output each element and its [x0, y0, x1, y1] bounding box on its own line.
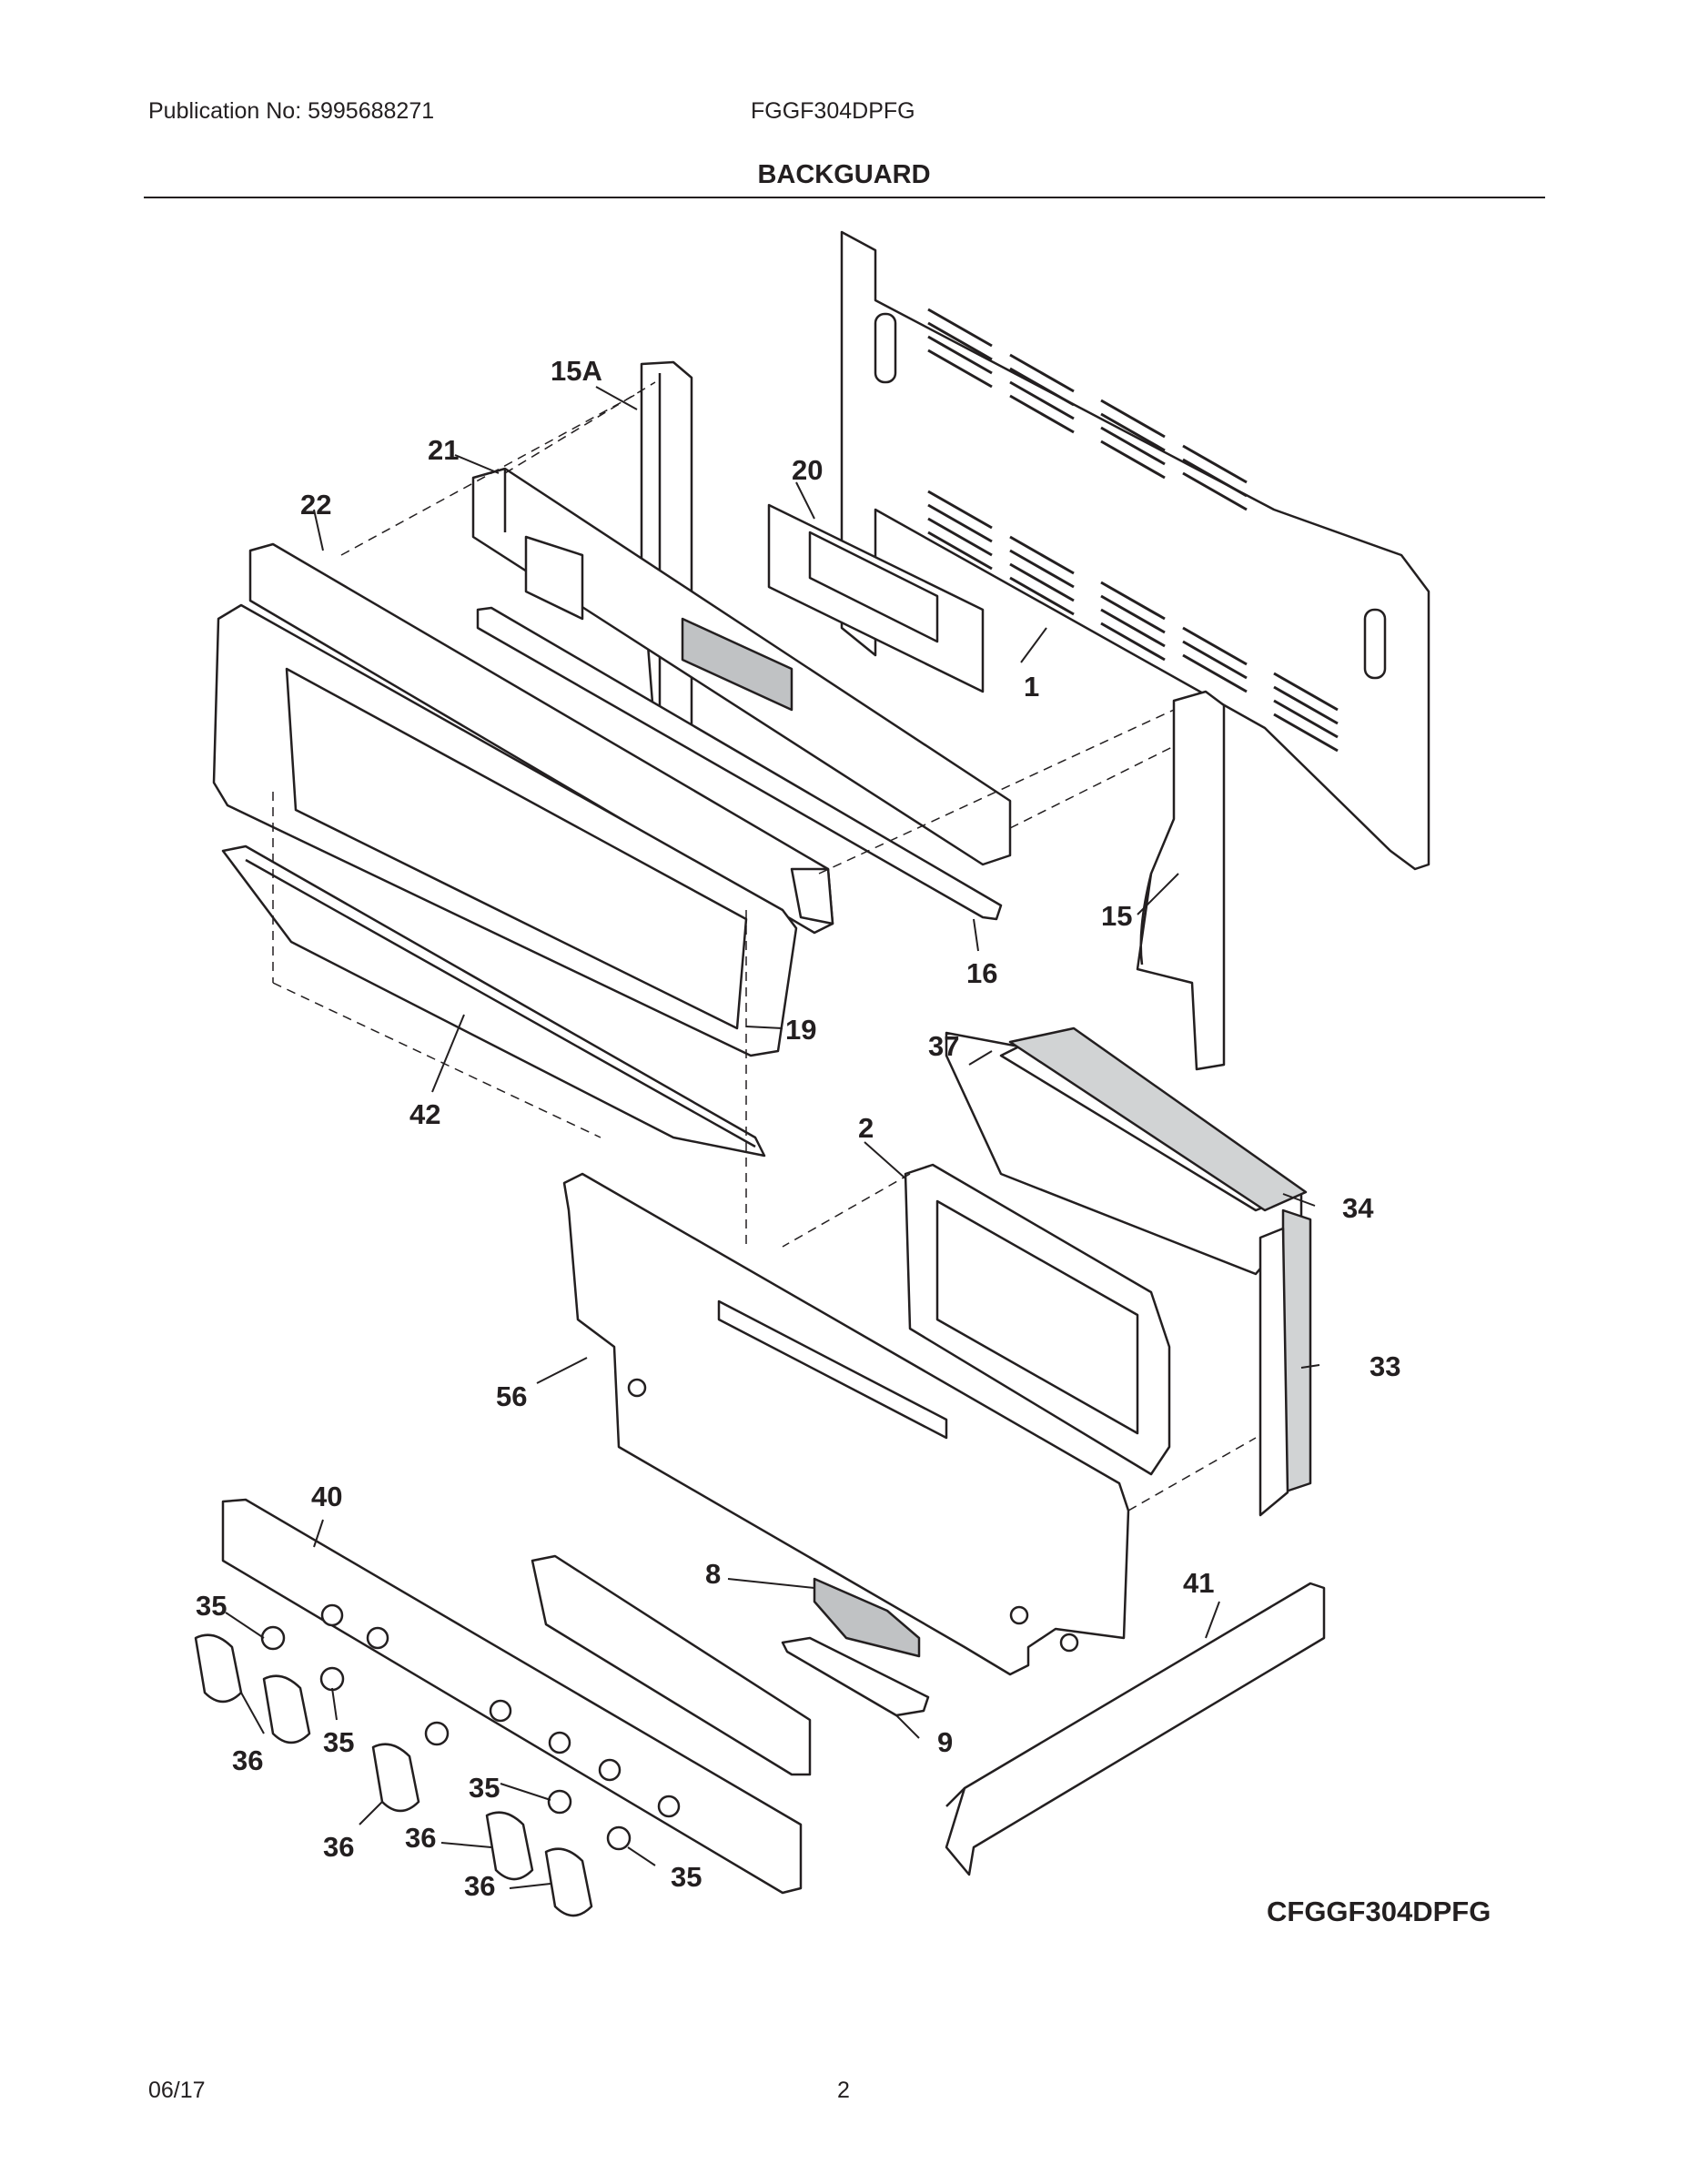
part-19-frame — [212, 603, 798, 1057]
callout-labels: 1 15A 21 22 20 15 16 19 42 37 2 34 33 56… — [196, 355, 1400, 1902]
part-42-lower-trim — [221, 844, 766, 1158]
publication-number: Publication No: 5995688271 — [148, 98, 435, 124]
callout-33: 33 — [1370, 1350, 1400, 1382]
part-41-lower-panel — [945, 1582, 1326, 1876]
section-title: BACKGUARD — [757, 160, 931, 189]
callout-37: 37 — [928, 1030, 959, 1062]
part-36-knobs — [194, 1633, 593, 1917]
part-9-bracket — [781, 1636, 930, 1717]
part-20-control-board — [767, 503, 985, 693]
callout-41: 41 — [1183, 1567, 1214, 1599]
callout-9: 9 — [937, 1726, 953, 1758]
leader-lines — [225, 386, 1320, 1889]
callout-36-c: 36 — [405, 1822, 436, 1854]
callout-20: 20 — [792, 454, 823, 486]
callout-1: 1 — [1024, 671, 1039, 703]
callout-2: 2 — [858, 1112, 874, 1144]
callout-15: 15 — [1101, 900, 1132, 932]
part-33-insulation — [1258, 1208, 1312, 1517]
callout-42: 42 — [409, 1098, 440, 1130]
alignment-lines — [272, 381, 1257, 1512]
part-2-frame — [904, 1163, 1171, 1476]
footer-date: 06/17 — [148, 2078, 206, 2103]
callout-34: 34 — [1342, 1192, 1374, 1224]
callout-22: 22 — [300, 489, 331, 521]
part-21-overlay — [471, 467, 1012, 866]
page-number: 2 — [837, 2078, 850, 2103]
callout-19: 19 — [785, 1014, 816, 1046]
part-8-switch — [813, 1577, 921, 1658]
model-number: FGGF304DPFG — [751, 98, 915, 124]
part-16-trim — [476, 606, 1003, 921]
part-40-manifold-panel — [221, 1498, 812, 1895]
part-35-bezels — [260, 1625, 632, 1851]
callout-35-b: 35 — [323, 1726, 354, 1758]
callout-36-d: 36 — [464, 1870, 495, 1902]
part-37-housing — [945, 1026, 1308, 1276]
callout-35-c: 35 — [469, 1772, 500, 1804]
callout-36-b: 36 — [323, 1831, 354, 1863]
callout-35-d: 35 — [671, 1861, 702, 1893]
part-56-back-panel — [562, 1172, 1130, 1676]
callout-21: 21 — [428, 434, 459, 466]
callout-35-a: 35 — [196, 1590, 227, 1622]
part-15a-left-bracket — [640, 360, 693, 734]
part-22-bracket — [248, 542, 834, 935]
header-rule — [144, 197, 1545, 198]
callout-15a: 15A — [551, 355, 602, 387]
callout-16: 16 — [966, 957, 997, 989]
callout-56: 56 — [496, 1380, 527, 1412]
part-15-right-bracket — [1136, 690, 1226, 1071]
callout-8: 8 — [705, 1558, 721, 1590]
callout-40: 40 — [311, 1481, 342, 1512]
diagram-code: CFGGF304DPFG — [1267, 1896, 1491, 1927]
callout-36-a: 36 — [232, 1744, 263, 1776]
